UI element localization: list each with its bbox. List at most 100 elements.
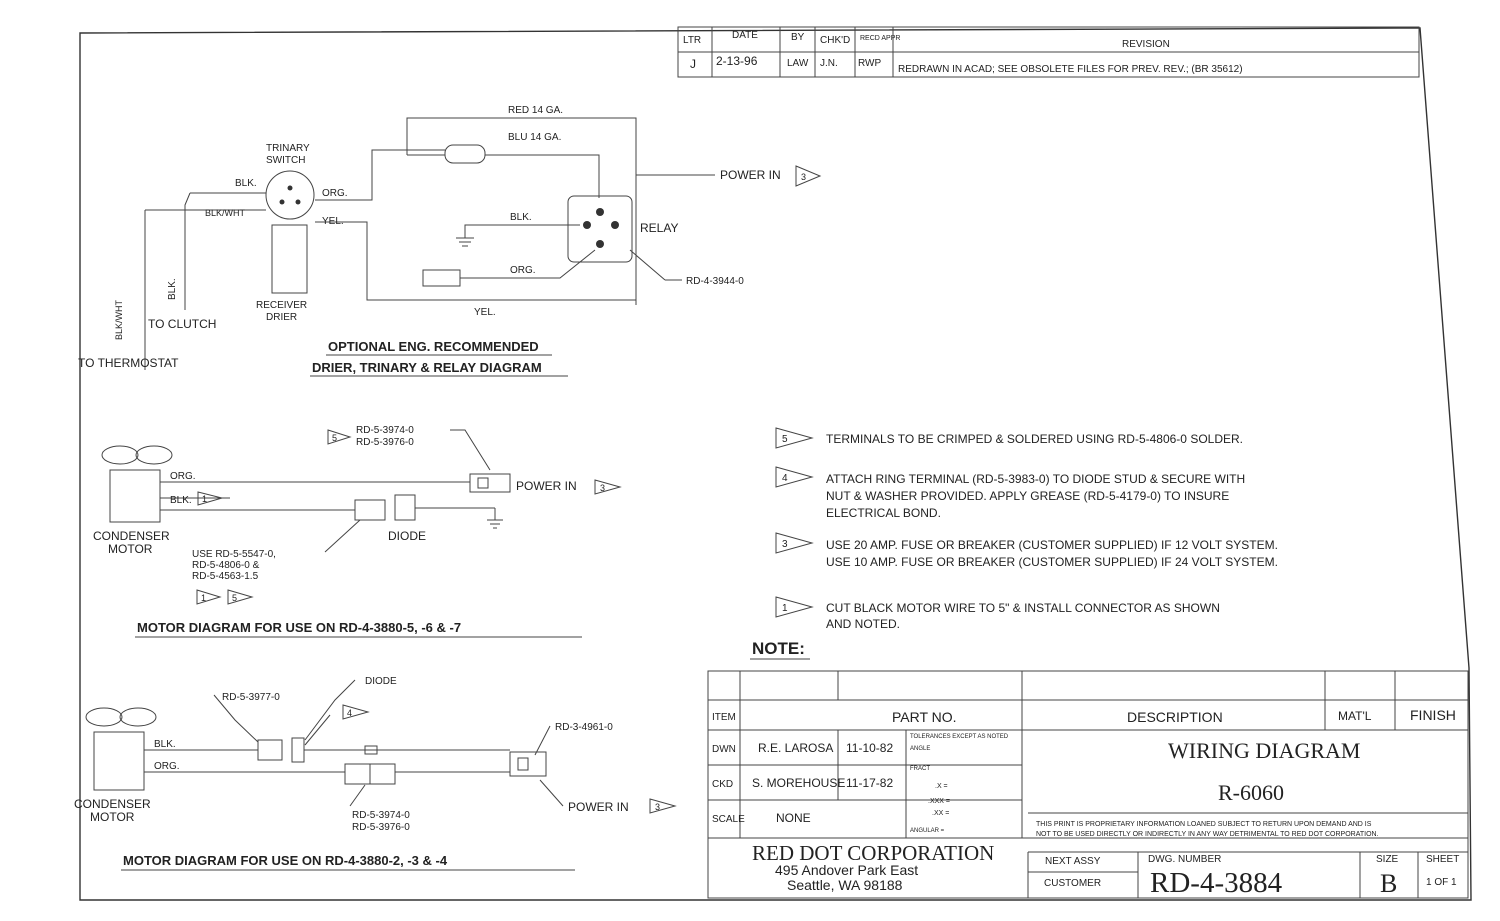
motor-a-use-note-3: RD-5-4563-1.5 bbox=[192, 571, 259, 582]
motor-b-condenser-line-1: CONDENSER bbox=[74, 797, 151, 811]
motor-a-diode-label: DIODE bbox=[388, 529, 426, 543]
rev-ltr: J bbox=[690, 57, 696, 71]
motor-b-part-right: RD-3-4961-0 bbox=[555, 722, 613, 733]
rev-date: 2-13-96 bbox=[716, 54, 758, 68]
tb-dwn-date: 11-10-82 bbox=[846, 741, 893, 755]
trinary-label-line-1: TRINARY bbox=[266, 143, 310, 154]
relay-part-number: RD-4-3944-0 bbox=[686, 276, 744, 287]
tb-sheet-label: SHEET bbox=[1426, 854, 1459, 865]
note-4-line-3: ELECTRICAL BOND. bbox=[826, 506, 941, 520]
tb-tolerance-1: ANGLE bbox=[910, 746, 930, 752]
tb-tolerance-6: ANGULAR = bbox=[910, 828, 945, 834]
note-1-num: 1 bbox=[782, 603, 788, 614]
tb-dwg-number-label: DWG. NUMBER bbox=[1148, 854, 1221, 865]
note-3-line-1: USE 20 AMP. FUSE OR BREAKER (CUSTOMER SU… bbox=[826, 538, 1278, 552]
tb-proprietary-1: THIS PRINT IS PROPRIETARY INFORMATION LO… bbox=[1036, 821, 1372, 828]
title-block: ITEM PART NO. DESCRIPTION MAT'L FINISH D… bbox=[707, 670, 1469, 899]
note-1-line-1: CUT BLACK MOTOR WIRE TO 5" & INSTALL CON… bbox=[826, 601, 1220, 615]
motor-a-condenser-line-2: MOTOR bbox=[108, 542, 153, 556]
tb-sheet-value: 1 OF 1 bbox=[1426, 877, 1457, 888]
note-3-line-2: USE 10 AMP. FUSE OR BREAKER (CUSTOMER SU… bbox=[826, 555, 1278, 569]
tb-tolerance-4: .XX = bbox=[932, 810, 949, 817]
relay-org-label: ORG. bbox=[510, 265, 536, 276]
motor-a-title: MOTOR DIAGRAM FOR USE ON RD-4-3880-5, -6… bbox=[137, 620, 461, 635]
to-thermostat-label: TO THERMOSTAT bbox=[78, 356, 179, 370]
motor-b-power-flag-num: 3 bbox=[655, 802, 660, 812]
fan-b-icon bbox=[85, 707, 123, 727]
tb-size-label: SIZE bbox=[1376, 854, 1399, 865]
tb-tolerance-3: .X = bbox=[935, 783, 948, 790]
motor-a-callout-part-2: RD-5-3976-0 bbox=[356, 437, 414, 448]
motor-a-power-flag-num: 3 bbox=[600, 483, 605, 493]
rev-hdr-recd: RECD APPR bbox=[860, 35, 900, 42]
tb-item-label: ITEM bbox=[712, 712, 736, 723]
motor-a-blk-flag-num: 1 bbox=[202, 494, 207, 504]
tb-customer-label: CUSTOMER bbox=[1044, 878, 1101, 889]
motor-b-flag-num: 4 bbox=[347, 708, 352, 718]
motor-a-flag-num-2: 5 bbox=[232, 593, 237, 603]
tb-dwn-label: DWN bbox=[712, 744, 736, 755]
tb-next-assy-label: NEXT ASSY bbox=[1045, 856, 1101, 867]
motor-a-blk-label: BLK. bbox=[170, 495, 192, 506]
tb-ckd-name: S. MOREHOUSE bbox=[752, 776, 845, 790]
motor-b-title: MOTOR DIAGRAM FOR USE ON RD-4-3880-2, -3… bbox=[123, 853, 448, 868]
tb-finish-label: FINISH bbox=[1410, 707, 1456, 723]
thermo-wire-label: BLK/WHT bbox=[114, 299, 124, 340]
note-5-num: 5 bbox=[782, 434, 788, 445]
tb-tolerance-0: TOLERANCES EXCEPT AS NOTED bbox=[910, 734, 1009, 740]
yel-wire-label: YEL. bbox=[322, 216, 344, 227]
motor-a-flag-num-1: 1 bbox=[201, 593, 206, 603]
power-in-flag-num: 3 bbox=[801, 172, 806, 182]
tb-dwn-name: R.E. LAROSA bbox=[758, 741, 833, 755]
tb-company-name: RED DOT CORPORATION bbox=[752, 841, 994, 865]
rev-hdr-chkd: CHK'D bbox=[820, 35, 850, 46]
red-wire-label: RED 14 GA. bbox=[508, 105, 563, 116]
tb-drawing-title: WIRING DIAGRAM bbox=[1168, 738, 1360, 763]
tb-description-label: DESCRIPTION bbox=[1127, 709, 1223, 725]
motor-a-condenser-line-1: CONDENSER bbox=[93, 529, 170, 543]
blu-wire-label: BLU 14 GA. bbox=[508, 132, 561, 143]
rev-hdr-revision: REVISION bbox=[1122, 39, 1170, 50]
rev-hdr-date: DATE bbox=[732, 30, 758, 41]
motor-diagram-a: 5 RD-5-3974-0 RD-5-3976-0 ORG. BLK. 1 PO… bbox=[93, 425, 622, 638]
relay-label: RELAY bbox=[640, 221, 678, 235]
receiver-label-line-2: DRIER bbox=[266, 312, 297, 323]
note-4-num: 4 bbox=[782, 473, 788, 484]
blk-wire-label: BLK. bbox=[235, 178, 257, 189]
motor-a-condenser-label: CONDENSER MOTOR bbox=[93, 529, 173, 556]
motor-b-part-bottom-1: RD-5-3974-0 bbox=[352, 810, 410, 821]
tb-tolerance-5: .XXX = bbox=[928, 798, 950, 805]
motor-b-blk-label: BLK. bbox=[154, 739, 176, 750]
motor-b-part-bottom-2: RD-5-3976-0 bbox=[352, 822, 410, 833]
tb-proprietary-2: NOT TO BE USED DIRECTLY OR INDIRECTLY IN… bbox=[1036, 831, 1379, 838]
note-1-line-2: AND NOTED. bbox=[826, 617, 900, 631]
motor-b-part-top: RD-5-3977-0 bbox=[222, 692, 280, 703]
motor-a-use-note-2: RD-5-4806-0 & bbox=[192, 560, 260, 571]
motor-a-power-in: POWER IN bbox=[516, 479, 577, 493]
motor-a-use-note-1: USE RD-5-5547-0, bbox=[192, 549, 276, 560]
tb-address-2: Seattle, WA 98188 bbox=[787, 877, 903, 893]
to-clutch-label: TO CLUTCH bbox=[148, 317, 216, 331]
motor-b-condenser-label: CONDENSER MOTOR bbox=[74, 797, 154, 824]
note-5-line-1: TERMINALS TO BE CRIMPED & SOLDERED USING… bbox=[826, 432, 1243, 446]
rev-hdr-by: BY bbox=[791, 32, 805, 43]
tb-address-1: 495 Andover Park East bbox=[775, 862, 918, 878]
trinary-switch-icon bbox=[265, 170, 315, 220]
trinary-switch-label: TRINARY SWITCH bbox=[266, 143, 312, 166]
rev-by: LAW bbox=[787, 58, 809, 69]
receiver-drier-icon bbox=[271, 224, 308, 294]
tb-scale-label: SCALE bbox=[712, 814, 745, 825]
motor-b-power-in: POWER IN bbox=[568, 800, 629, 814]
fan-icon bbox=[101, 445, 139, 465]
motor-a-callout-num: 5 bbox=[332, 433, 337, 443]
rev-description: REDRAWN IN ACAD; SEE OBSOLETE FILES FOR … bbox=[898, 64, 1243, 75]
receiver-label-line-1: RECEIVER bbox=[256, 300, 307, 311]
motor-b-condenser-line-2: MOTOR bbox=[90, 810, 135, 824]
rev-recd: RWP bbox=[858, 58, 881, 69]
tb-tolerance-2: FRACT bbox=[910, 766, 930, 772]
rev-chkd: J.N. bbox=[820, 58, 838, 69]
trinary-label-line-2: SWITCH bbox=[266, 155, 305, 166]
optional-title-line-1: OPTIONAL ENG. RECOMMENDED bbox=[328, 339, 539, 354]
clutch-wire-label: BLK. bbox=[167, 278, 178, 300]
